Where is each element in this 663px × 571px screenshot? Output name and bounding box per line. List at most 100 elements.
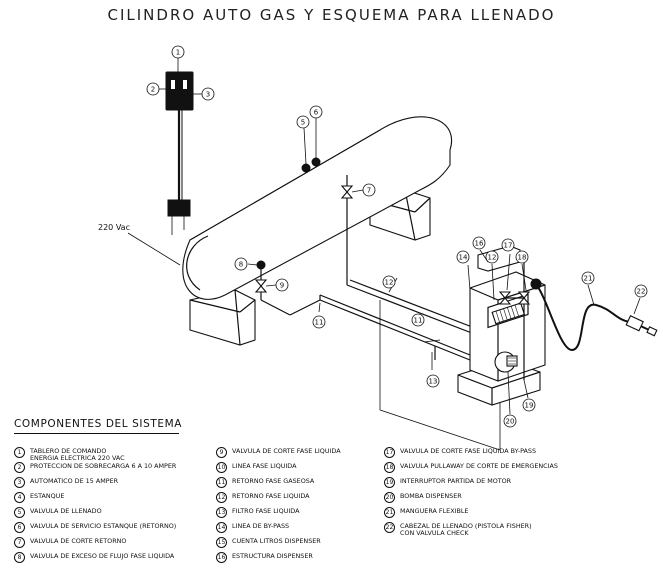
legend-number: 18 bbox=[384, 462, 395, 473]
callout-16: 16 bbox=[472, 236, 486, 250]
callout-13: 13 bbox=[426, 374, 440, 388]
callout-2: 2 bbox=[146, 82, 160, 96]
legend-number: 13 bbox=[216, 507, 227, 518]
legend-number: 19 bbox=[384, 477, 395, 488]
callout-17: 17 bbox=[501, 238, 515, 252]
callout-11b: 11 bbox=[411, 313, 425, 327]
svg-text:13: 13 bbox=[429, 378, 438, 386]
legend-text: VALVULA DE CORTE RETORNO bbox=[30, 537, 127, 545]
legend-text: MANGUERA FLEXIBLE bbox=[400, 507, 469, 515]
legend-number: 11 bbox=[216, 477, 227, 488]
legend-text: VALVULA DE CORTE FASE LIQUIDA bbox=[232, 447, 341, 455]
svg-text:1: 1 bbox=[176, 49, 180, 57]
callout-12a: 12 bbox=[382, 275, 396, 289]
legend-item: 5 VALVULA DE LLENADO bbox=[14, 507, 102, 518]
legend-text: CUENTA LITROS DISPENSER bbox=[232, 537, 321, 545]
legend-text: TABLERO DE COMANDO ENERGIA ELECTRICA 220… bbox=[30, 447, 125, 463]
legend-number: 2 bbox=[14, 462, 25, 473]
legend-number: 21 bbox=[384, 507, 395, 518]
legend-text: LINEA FASE LIQUIDA bbox=[232, 462, 297, 470]
svg-text:2: 2 bbox=[151, 86, 155, 94]
legend-text: FILTRO FASE LIQUIDA bbox=[232, 507, 300, 515]
legend-text: ESTRUCTURA DISPENSER bbox=[232, 552, 313, 560]
svg-text:19: 19 bbox=[525, 402, 534, 410]
legend-text: VALVULA DE LLENADO bbox=[30, 507, 102, 515]
svg-text:17: 17 bbox=[504, 242, 513, 250]
legend-number: 1 bbox=[14, 447, 25, 458]
svg-text:12: 12 bbox=[385, 279, 394, 287]
legend-text: PROTECCION DE SOBRECARGA 6 A 10 AMPER bbox=[30, 462, 177, 470]
legend-item: 11 RETORNO FASE GASEOSA bbox=[216, 477, 315, 488]
callout-18: 18 bbox=[515, 250, 529, 264]
legend-item: 13 FILTRO FASE LIQUIDA bbox=[216, 507, 300, 518]
liquid-line bbox=[247, 260, 501, 451]
legend-number: 3 bbox=[14, 477, 25, 488]
voltage-label: 220 Vac bbox=[98, 223, 130, 232]
legend-text: VALVULA DE CORTE FASE LIQUIDA BY-PASS bbox=[400, 447, 537, 455]
legend-number: 8 bbox=[14, 552, 25, 563]
legend-number: 22 bbox=[384, 522, 395, 533]
legend-text: VALVULA DE SERVICIO ESTANQUE (RETORNO) bbox=[30, 522, 177, 530]
svg-text:11: 11 bbox=[315, 319, 324, 327]
legend-item: 14 LINEA DE BY-PASS bbox=[216, 522, 290, 533]
legend-text: CABEZAL DE LLENADO (PISTOLA FISHER) CON … bbox=[400, 522, 532, 538]
legend-number: 9 bbox=[216, 447, 227, 458]
svg-text:12: 12 bbox=[488, 254, 497, 262]
svg-text:11: 11 bbox=[414, 317, 423, 325]
callout-8: 8 bbox=[234, 257, 248, 271]
svg-text:18: 18 bbox=[518, 254, 527, 262]
callout-5: 5 bbox=[296, 115, 310, 129]
legend-item: 7 VALVULA DE CORTE RETORNO bbox=[14, 537, 127, 548]
legend-text: RETORNO FASE LIQUIDA bbox=[232, 492, 310, 500]
legend-text: VALVULA PULLAWAY DE CORTE DE EMERGENCIAS bbox=[400, 462, 558, 470]
legend-number: 14 bbox=[216, 522, 227, 533]
legend-number: 7 bbox=[14, 537, 25, 548]
svg-text:22: 22 bbox=[637, 288, 646, 296]
legend-item: 22 CABEZAL DE LLENADO (PISTOLA FISHER) CO… bbox=[384, 522, 532, 538]
svg-text:16: 16 bbox=[475, 240, 484, 248]
legend-text: BOMBA DISPENSER bbox=[400, 492, 462, 500]
legend-number: 4 bbox=[14, 492, 25, 503]
legend-item: 10 LINEA FASE LIQUIDA bbox=[216, 462, 297, 473]
callout-21: 21 bbox=[581, 271, 595, 285]
svg-text:6: 6 bbox=[314, 109, 319, 117]
callout-12b: 12 bbox=[485, 250, 499, 264]
callout-7: 7 bbox=[362, 183, 376, 197]
power-line-220: 220 Vac bbox=[98, 223, 181, 266]
legend-item: 18 VALVULA PULLAWAY DE CORTE DE EMERGENCI… bbox=[384, 462, 558, 473]
svg-text:3: 3 bbox=[206, 91, 210, 99]
callout-14: 14 bbox=[456, 250, 470, 264]
callout-22: 22 bbox=[634, 284, 648, 298]
legend-text: LINEA DE BY-PASS bbox=[232, 522, 290, 530]
legend-item: 1 TABLERO DE COMANDO ENERGIA ELECTRICA 22… bbox=[14, 447, 125, 463]
legend-item: 8 VALVULA DE EXCESO DE FLUJO FASE LIQUIDA bbox=[14, 552, 175, 563]
diagram-title: CILINDRO AUTO GAS Y ESQUEMA PARA LLENADO bbox=[107, 6, 556, 24]
legend-number: 10 bbox=[216, 462, 227, 473]
tank-valves bbox=[301, 118, 321, 173]
legend-number: 5 bbox=[14, 507, 25, 518]
legend-text: RETORNO FASE GASEOSA bbox=[232, 477, 315, 485]
hose bbox=[535, 283, 658, 352]
legend-text: ESTANQUE bbox=[30, 492, 65, 500]
tank bbox=[182, 116, 453, 300]
legend-item: 21 MANGUERA FLEXIBLE bbox=[384, 507, 469, 518]
legend-text: VALVULA DE EXCESO DE FLUJO FASE LIQUIDA bbox=[30, 552, 175, 560]
svg-text:14: 14 bbox=[459, 254, 468, 262]
control-panel bbox=[159, 58, 202, 235]
callout-3: 3 bbox=[201, 87, 215, 101]
legend-rule bbox=[14, 433, 179, 434]
legend-item: 9 VALVULA DE CORTE FASE LIQUIDA bbox=[216, 447, 341, 458]
callout-20: 20 bbox=[503, 414, 517, 428]
return-line bbox=[340, 175, 494, 341]
legend-number: 20 bbox=[384, 492, 395, 503]
callout-19: 19 bbox=[522, 398, 536, 412]
legend-item: 4 ESTANQUE bbox=[14, 492, 65, 503]
